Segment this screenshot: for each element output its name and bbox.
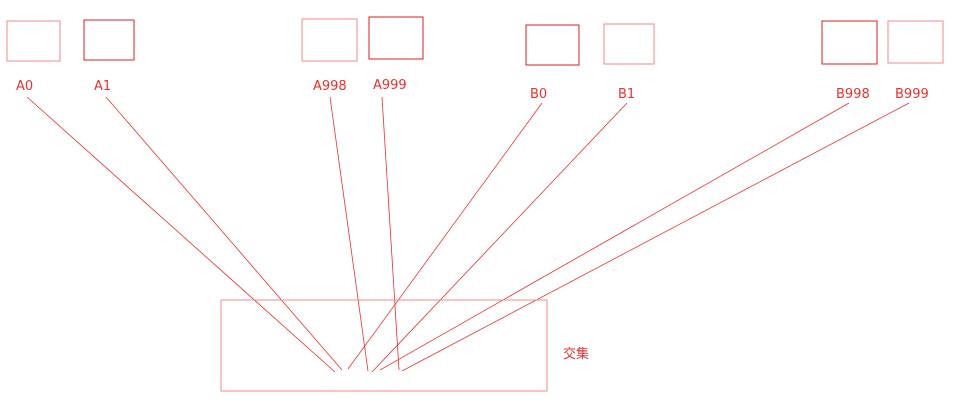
node-box-B998	[821, 20, 878, 65]
intersection-box	[220, 299, 548, 392]
link-A999	[381, 96, 400, 371]
node-label-B999: B999	[895, 87, 929, 102]
node-box-A998	[301, 18, 358, 62]
link-B999	[401, 102, 910, 372]
stray-dot	[554, 258, 556, 260]
link-A1	[105, 96, 343, 371]
node-labels: A0 A1 A998 A999 B0 B1 B998 B999	[16, 78, 929, 102]
node-box-A1	[83, 19, 135, 61]
node-label-B998: B998	[836, 87, 870, 102]
node-label-B0: B0	[530, 87, 547, 102]
intersection-label: 交集	[563, 346, 589, 362]
stray-dot	[613, 269, 615, 271]
node-box-B999	[887, 20, 944, 64]
link-A998	[329, 96, 369, 372]
node-label-A0: A0	[16, 79, 33, 94]
link-B998	[379, 102, 850, 371]
connection-lines	[26, 96, 910, 373]
node-boxes	[6, 16, 944, 66]
node-box-A999	[368, 16, 424, 60]
node-label-A999: A999	[373, 78, 407, 93]
node-box-B0	[525, 24, 580, 66]
link-A0	[26, 96, 336, 373]
link-B1	[371, 102, 628, 373]
node-label-A1: A1	[94, 79, 111, 94]
node-label-B1: B1	[618, 87, 635, 102]
node-label-A998: A998	[313, 79, 347, 94]
node-box-B1	[603, 23, 655, 65]
node-box-A0	[6, 20, 61, 62]
link-B0	[347, 102, 543, 370]
